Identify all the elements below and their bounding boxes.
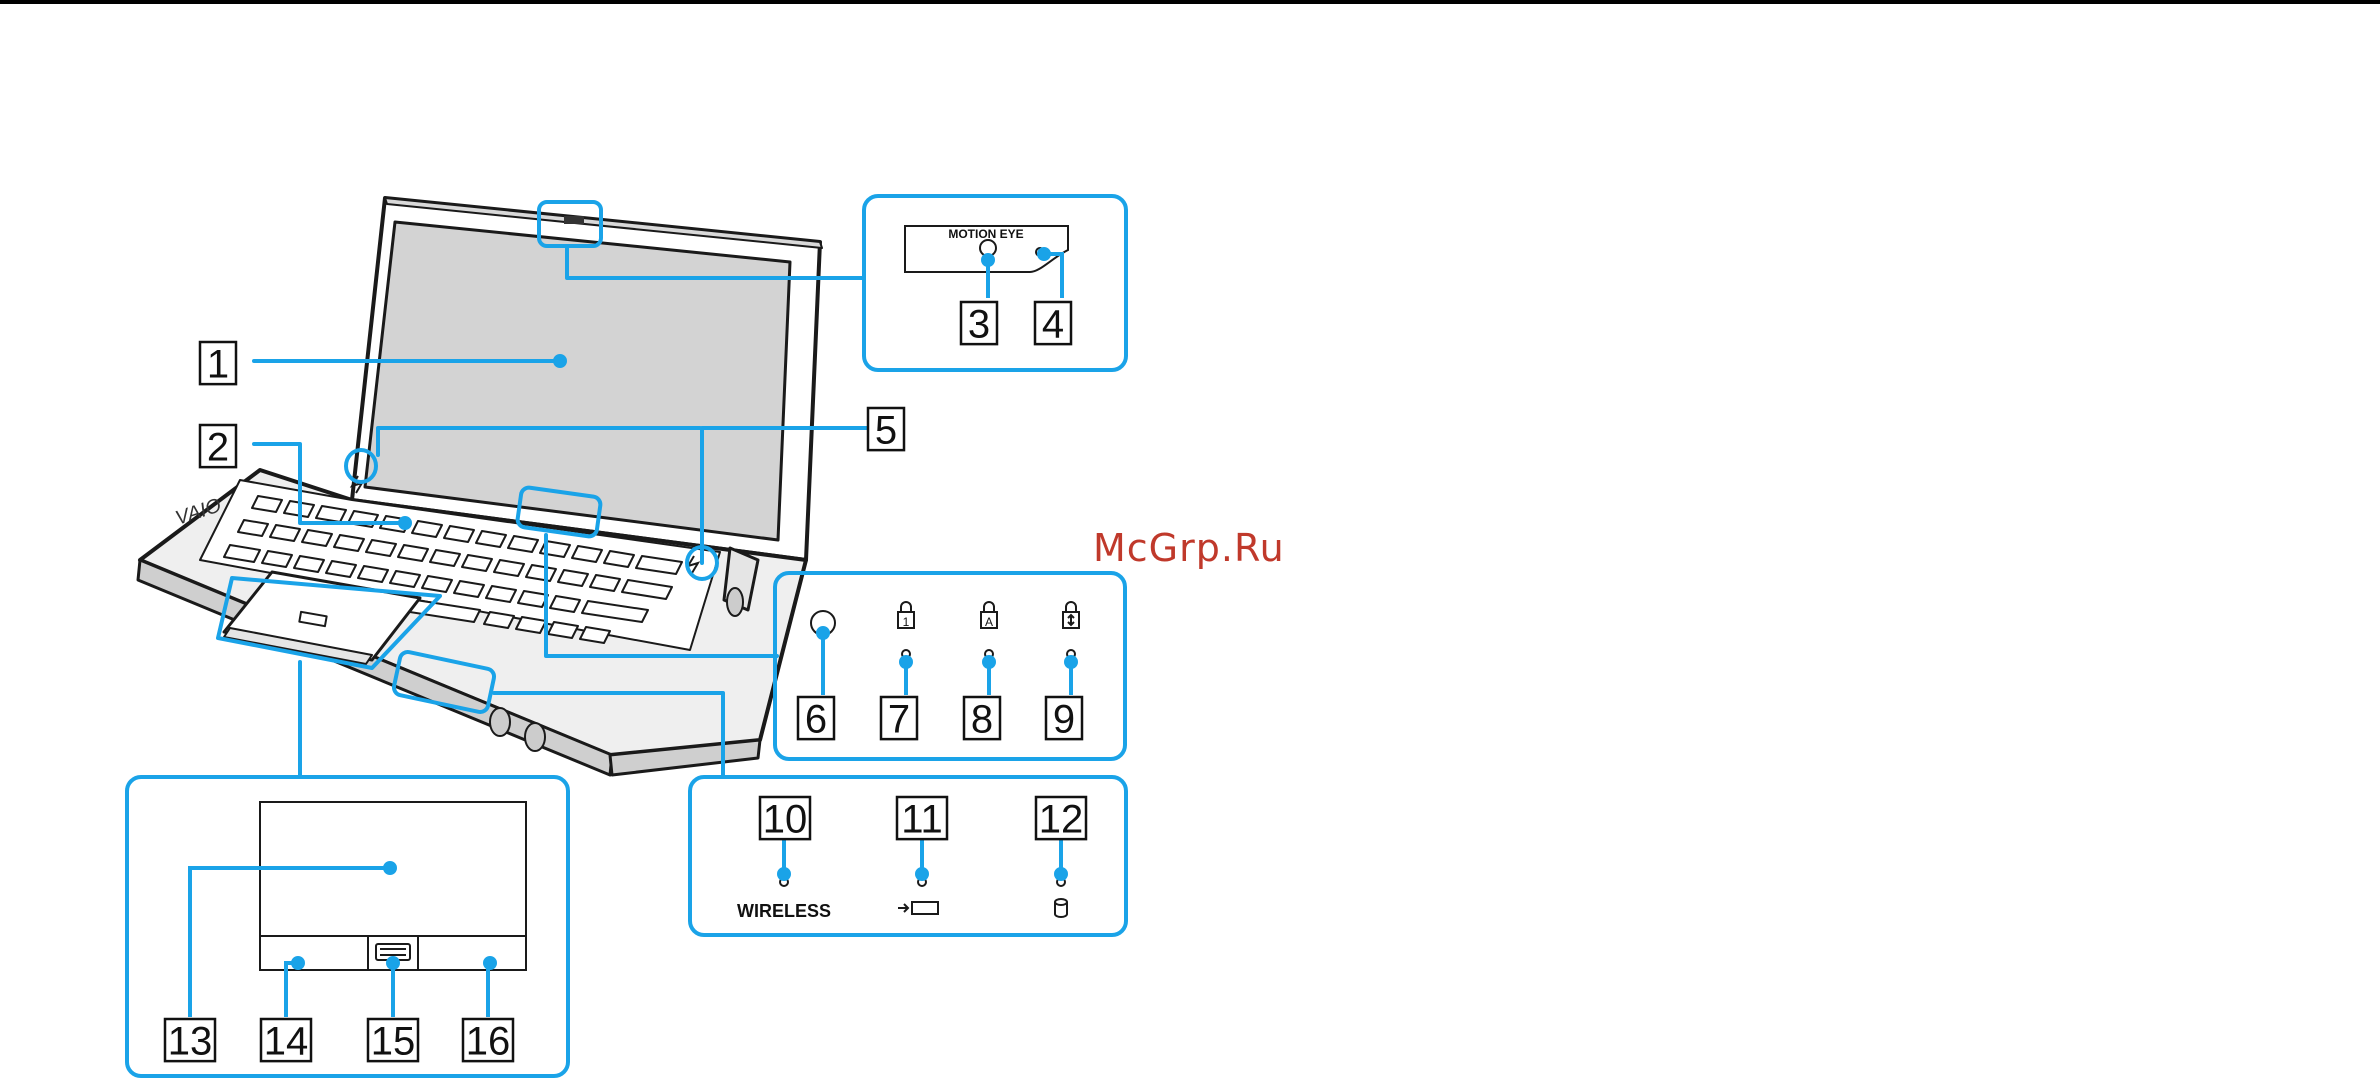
callout-number: 9 bbox=[1053, 698, 1075, 742]
callout-4: 4 bbox=[1035, 302, 1071, 347]
callout-16: 16 bbox=[463, 1019, 513, 1064]
callout-number: 2 bbox=[207, 426, 229, 470]
callout-8: 8 bbox=[964, 697, 1000, 742]
webcam bbox=[564, 216, 584, 224]
svg-text:1: 1 bbox=[903, 615, 910, 629]
callout-number: 4 bbox=[1042, 303, 1064, 347]
keyboard-indicators-art: 1 A bbox=[811, 602, 1079, 658]
callout-number: 7 bbox=[888, 698, 910, 742]
callout-number: 16 bbox=[466, 1020, 511, 1064]
callout-number: 10 bbox=[763, 798, 808, 842]
callout-number: 15 bbox=[371, 1020, 416, 1064]
right-button bbox=[418, 936, 526, 970]
left-button bbox=[260, 936, 368, 970]
callout-13: 13 bbox=[165, 1019, 215, 1064]
callout-number: 11 bbox=[901, 798, 943, 842]
callout-7: 7 bbox=[881, 697, 917, 742]
callout-number: 8 bbox=[971, 698, 993, 742]
callout-15: 15 bbox=[368, 1019, 418, 1064]
battery-charge-icon bbox=[898, 902, 938, 914]
touchpad-panel-art bbox=[260, 802, 526, 970]
callout-number: 5 bbox=[875, 409, 897, 453]
callout-1: 1 bbox=[200, 342, 236, 387]
callout-3: 3 bbox=[961, 302, 997, 347]
motion-eye-label: MOTION EYE bbox=[948, 227, 1023, 241]
callout-10: 10 bbox=[760, 797, 810, 842]
display-screen bbox=[365, 222, 790, 540]
callout-number: 6 bbox=[805, 698, 827, 742]
svg-text:A: A bbox=[985, 615, 993, 629]
callout-9: 9 bbox=[1046, 697, 1082, 742]
callout-11: 11 bbox=[897, 797, 947, 842]
watermark-text: McGrp.Ru bbox=[1093, 526, 1285, 570]
scroll-lock-icon bbox=[1063, 602, 1079, 628]
laptop-illustration: VAIO bbox=[138, 198, 822, 775]
callout-number: 3 bbox=[968, 303, 990, 347]
disk-drive-icon bbox=[1055, 899, 1067, 917]
callout-number: 12 bbox=[1039, 798, 1084, 842]
callout-14: 14 bbox=[261, 1019, 311, 1064]
caps-lock-icon: A bbox=[981, 602, 997, 629]
callout-12: 12 bbox=[1036, 797, 1086, 842]
callout-number: 1 bbox=[207, 343, 229, 387]
callout-5: 5 bbox=[868, 408, 904, 453]
callout-number: 13 bbox=[168, 1020, 213, 1064]
header-bar bbox=[0, 0, 2380, 4]
callout-2: 2 bbox=[200, 425, 236, 470]
callout-6: 6 bbox=[798, 697, 834, 742]
callout-number: 14 bbox=[264, 1020, 309, 1064]
wireless-label: WIRELESS bbox=[737, 901, 831, 921]
num-lock-icon: 1 bbox=[898, 602, 914, 629]
